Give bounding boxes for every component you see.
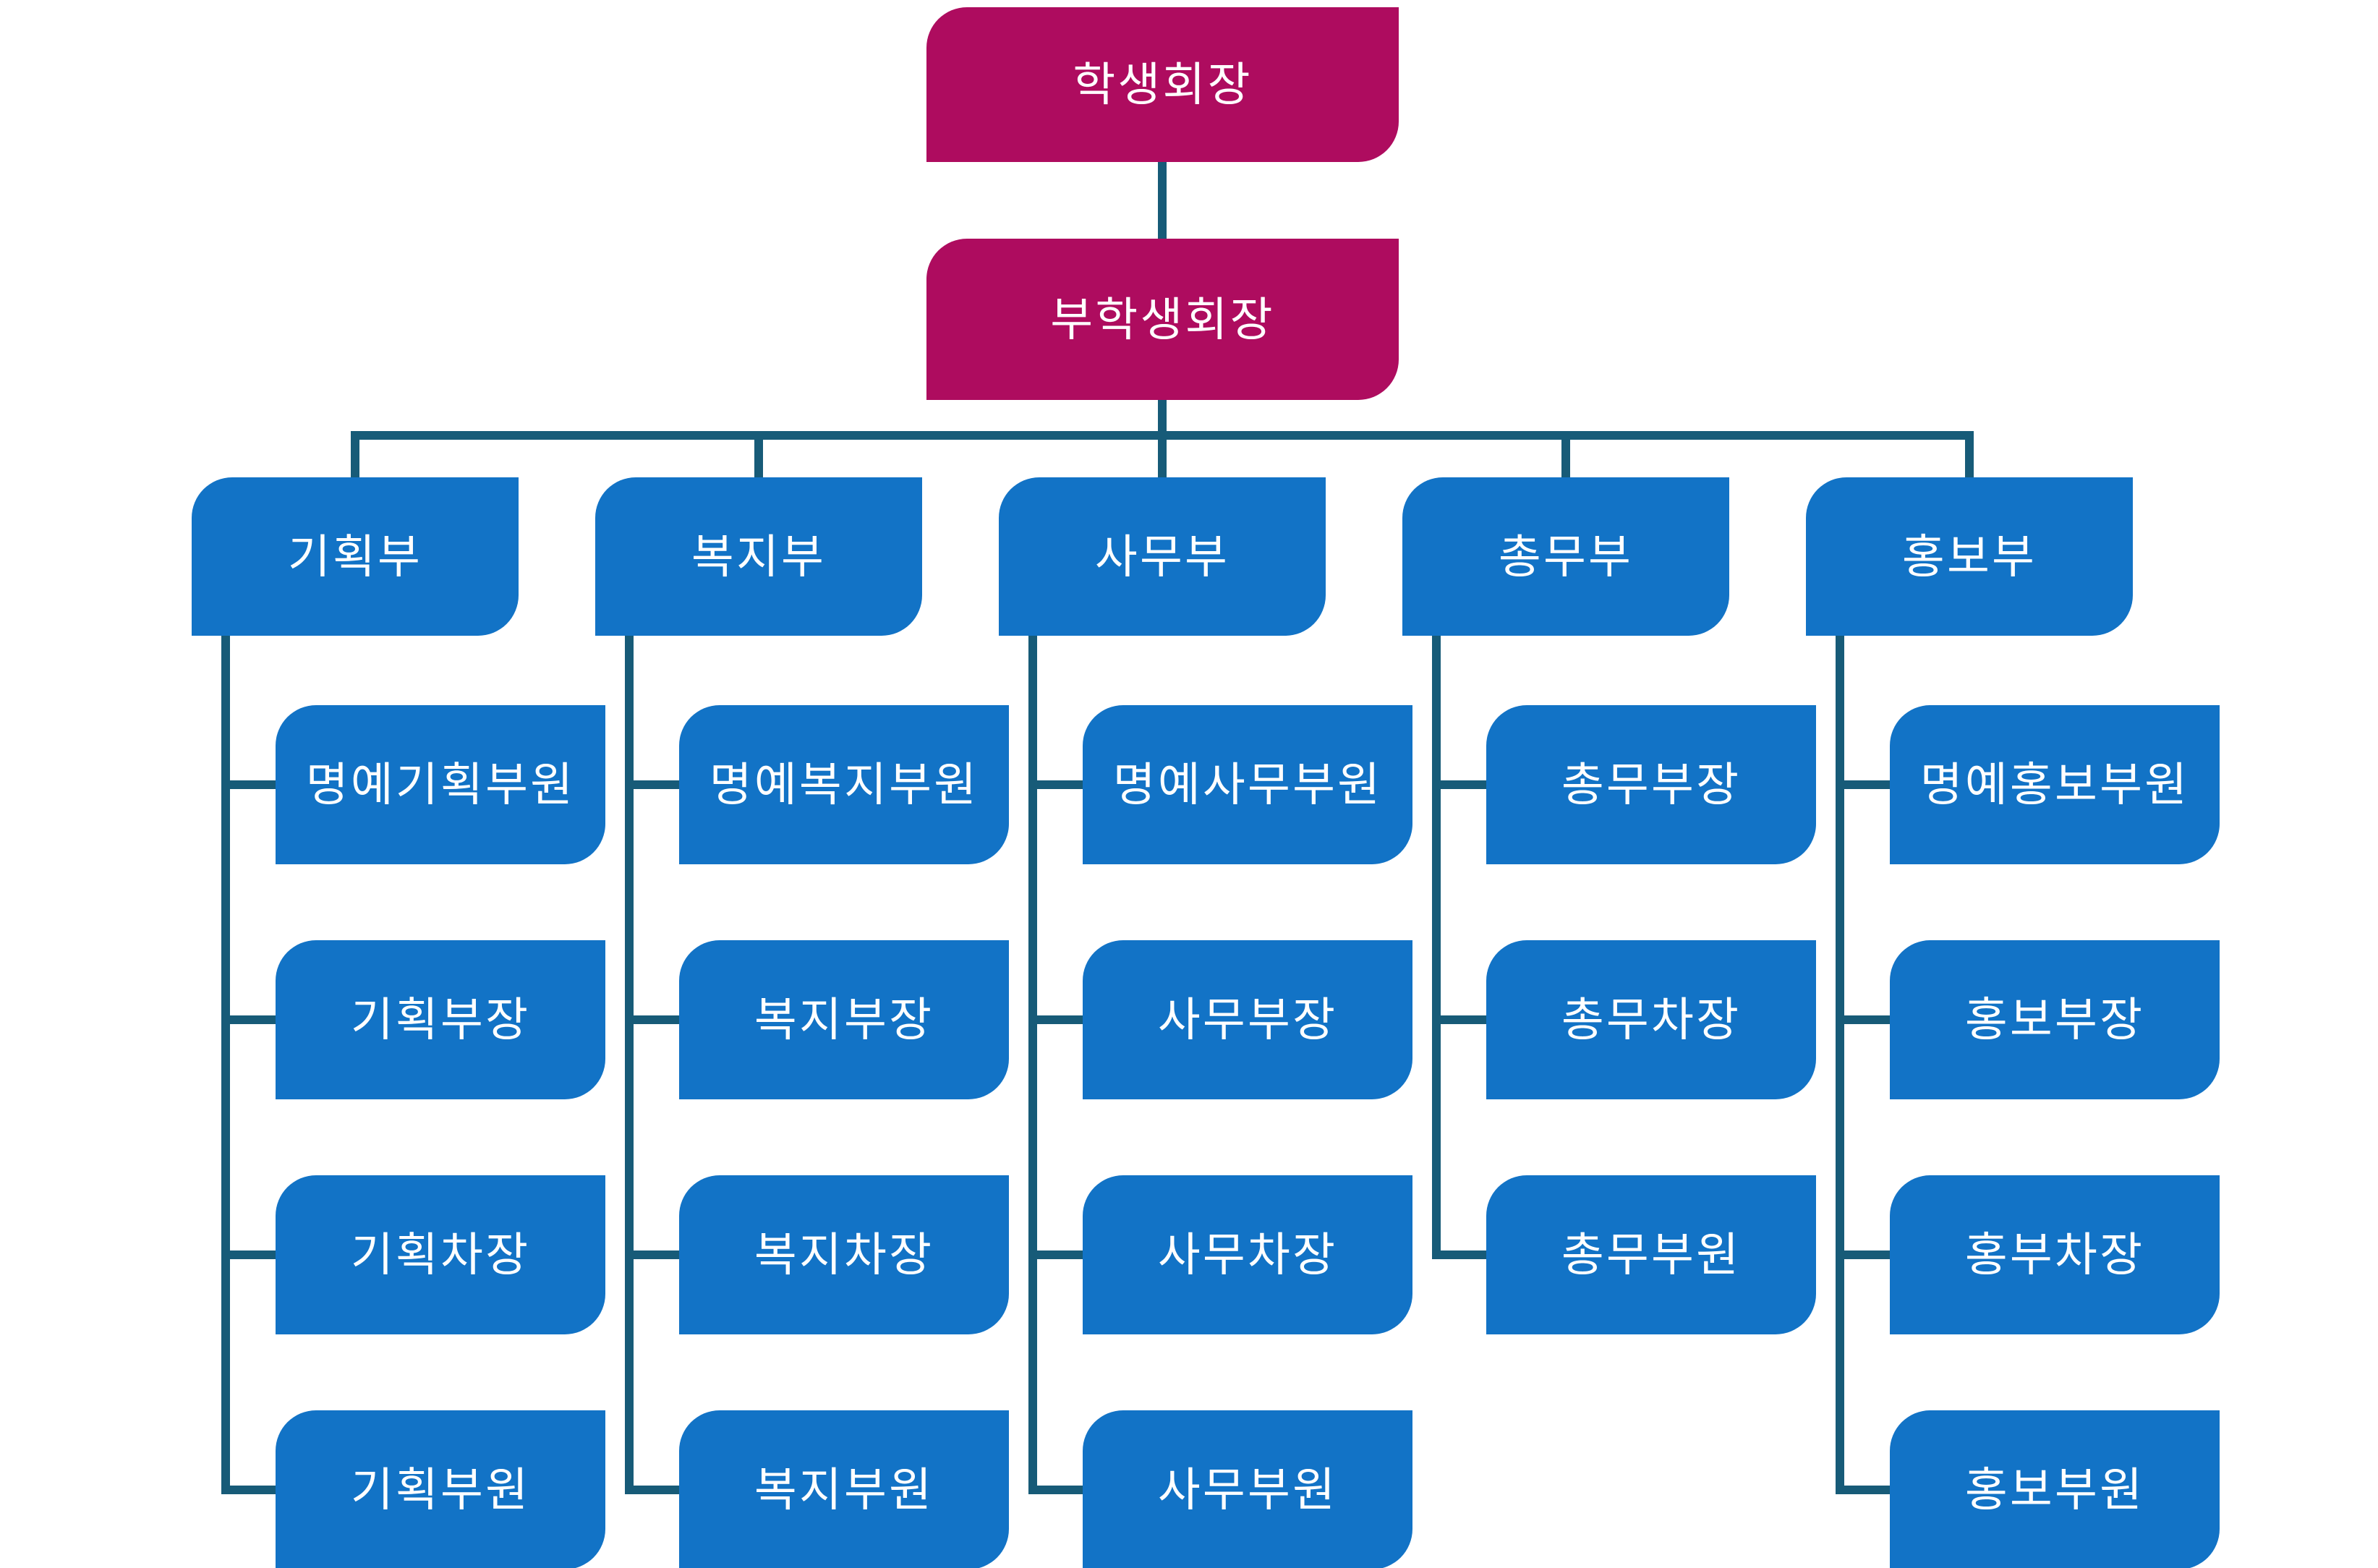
connector-deputy-stem (1158, 400, 1167, 431)
node-planning-member[interactable]: 기획부원 (276, 1410, 605, 1568)
node-office-member[interactable]: 사무부원 (1083, 1410, 1412, 1568)
connector-rail-office (1028, 636, 1037, 1494)
node-dept-public-relations-label: 홍보부 (1901, 530, 2037, 583)
node-label: 기획부원 (350, 1464, 531, 1516)
connector-stub-public-relations-4 (1836, 1486, 1890, 1494)
node-vice-president[interactable]: 부학생회장 (926, 239, 1399, 400)
connector-stub-public-relations-3 (1836, 1250, 1890, 1259)
connector-stub-planning-3 (221, 1250, 276, 1259)
connector-drop-dept-2 (754, 440, 763, 477)
connector-branch-horizontal (351, 431, 1974, 440)
node-label: 홍보부장 (1964, 994, 2145, 1046)
node-label: 기획차장 (350, 1229, 531, 1281)
connector-drop-dept-1 (351, 440, 359, 477)
node-label: 사무차장 (1157, 1229, 1338, 1281)
connector-stub-welfare-1 (625, 780, 679, 789)
node-dept-office[interactable]: 사무부 (999, 477, 1326, 636)
node-label: 홍부차장 (1964, 1229, 2145, 1281)
connector-rail-planning (221, 636, 230, 1494)
node-vice-president-label: 부학생회장 (1050, 293, 1275, 346)
node-label: 총무부장 (1561, 759, 1742, 811)
node-dept-general-affairs[interactable]: 총무부 (1402, 477, 1729, 636)
node-label: 복지부원 (754, 1464, 934, 1516)
node-label: 명예기획부원 (305, 759, 576, 811)
connector-stub-welfare-3 (625, 1250, 679, 1259)
node-president[interactable]: 학생회장 (926, 7, 1399, 162)
node-welfare-member[interactable]: 복지부원 (679, 1410, 1009, 1568)
node-welfare-deputy-head[interactable]: 복지차장 (679, 1175, 1009, 1334)
node-dept-planning[interactable]: 기획부 (192, 477, 519, 636)
node-general-affairs-deputy-head[interactable]: 총무차장 (1486, 940, 1816, 1099)
node-label: 사무부원 (1157, 1464, 1338, 1516)
node-label: 명예사무부원 (1112, 759, 1383, 811)
connector-rail-general-affairs (1432, 636, 1441, 1259)
node-label: 기획부장 (350, 994, 531, 1046)
connector-stub-planning-4 (221, 1486, 276, 1494)
node-office-honorary-member[interactable]: 명예사무부원 (1083, 705, 1412, 864)
node-dept-welfare-label: 복지부 (691, 530, 827, 583)
node-dept-welfare[interactable]: 복지부 (595, 477, 922, 636)
connector-stub-public-relations-2 (1836, 1015, 1890, 1024)
node-dept-public-relations[interactable]: 홍보부 (1806, 477, 2133, 636)
connector-stub-office-4 (1028, 1486, 1083, 1494)
node-public-relations-deputy-head[interactable]: 홍부차장 (1890, 1175, 2220, 1334)
node-dept-office-label: 사무부 (1094, 530, 1230, 583)
connector-stub-planning-1 (221, 780, 276, 789)
connector-drop-dept-4 (1561, 440, 1570, 477)
node-public-relations-honorary-member[interactable]: 명예홍보부원 (1890, 705, 2220, 864)
node-planning-head[interactable]: 기획부장 (276, 940, 605, 1099)
connector-drop-dept-5 (1965, 440, 1974, 477)
node-public-relations-member[interactable]: 홍보부원 (1890, 1410, 2220, 1568)
node-dept-planning-label: 기획부 (287, 530, 423, 583)
connector-rail-public-relations (1836, 636, 1844, 1494)
connector-stub-general-affairs-3 (1432, 1250, 1486, 1259)
node-label: 복지차장 (754, 1229, 934, 1281)
connector-stub-office-2 (1028, 1015, 1083, 1024)
node-label: 사무부장 (1157, 994, 1338, 1046)
connector-stub-general-affairs-1 (1432, 780, 1486, 789)
connector-president-deputy (1158, 162, 1167, 239)
connector-stub-office-3 (1028, 1250, 1083, 1259)
connector-stub-office-1 (1028, 780, 1083, 789)
node-office-head[interactable]: 사무부장 (1083, 940, 1412, 1099)
node-general-affairs-member[interactable]: 총무부원 (1486, 1175, 1816, 1334)
connector-rail-welfare (625, 636, 634, 1494)
connector-stub-public-relations-1 (1836, 780, 1890, 789)
node-label: 명예복지부원 (709, 759, 979, 811)
connector-stub-planning-2 (221, 1015, 276, 1024)
node-dept-general-affairs-label: 총무부 (1498, 530, 1634, 583)
node-label: 명예홍보부원 (1919, 759, 2190, 811)
connector-stub-welfare-2 (625, 1015, 679, 1024)
node-label: 총무차장 (1561, 994, 1742, 1046)
node-president-label: 학생회장 (1073, 59, 1253, 111)
node-planning-honorary-member[interactable]: 명예기획부원 (276, 705, 605, 864)
node-general-affairs-head[interactable]: 총무부장 (1486, 705, 1816, 864)
connector-drop-dept-3 (1158, 440, 1167, 477)
node-welfare-head[interactable]: 복지부장 (679, 940, 1009, 1099)
node-office-deputy-head[interactable]: 사무차장 (1083, 1175, 1412, 1334)
node-label: 총무부원 (1561, 1229, 1742, 1281)
connector-stub-welfare-4 (625, 1486, 679, 1494)
node-public-relations-head[interactable]: 홍보부장 (1890, 940, 2220, 1099)
node-welfare-honorary-member[interactable]: 명예복지부원 (679, 705, 1009, 864)
node-label: 홍보부원 (1964, 1464, 2145, 1516)
connector-stub-general-affairs-2 (1432, 1015, 1486, 1024)
node-planning-deputy-head[interactable]: 기획차장 (276, 1175, 605, 1334)
node-label: 복지부장 (754, 994, 934, 1046)
